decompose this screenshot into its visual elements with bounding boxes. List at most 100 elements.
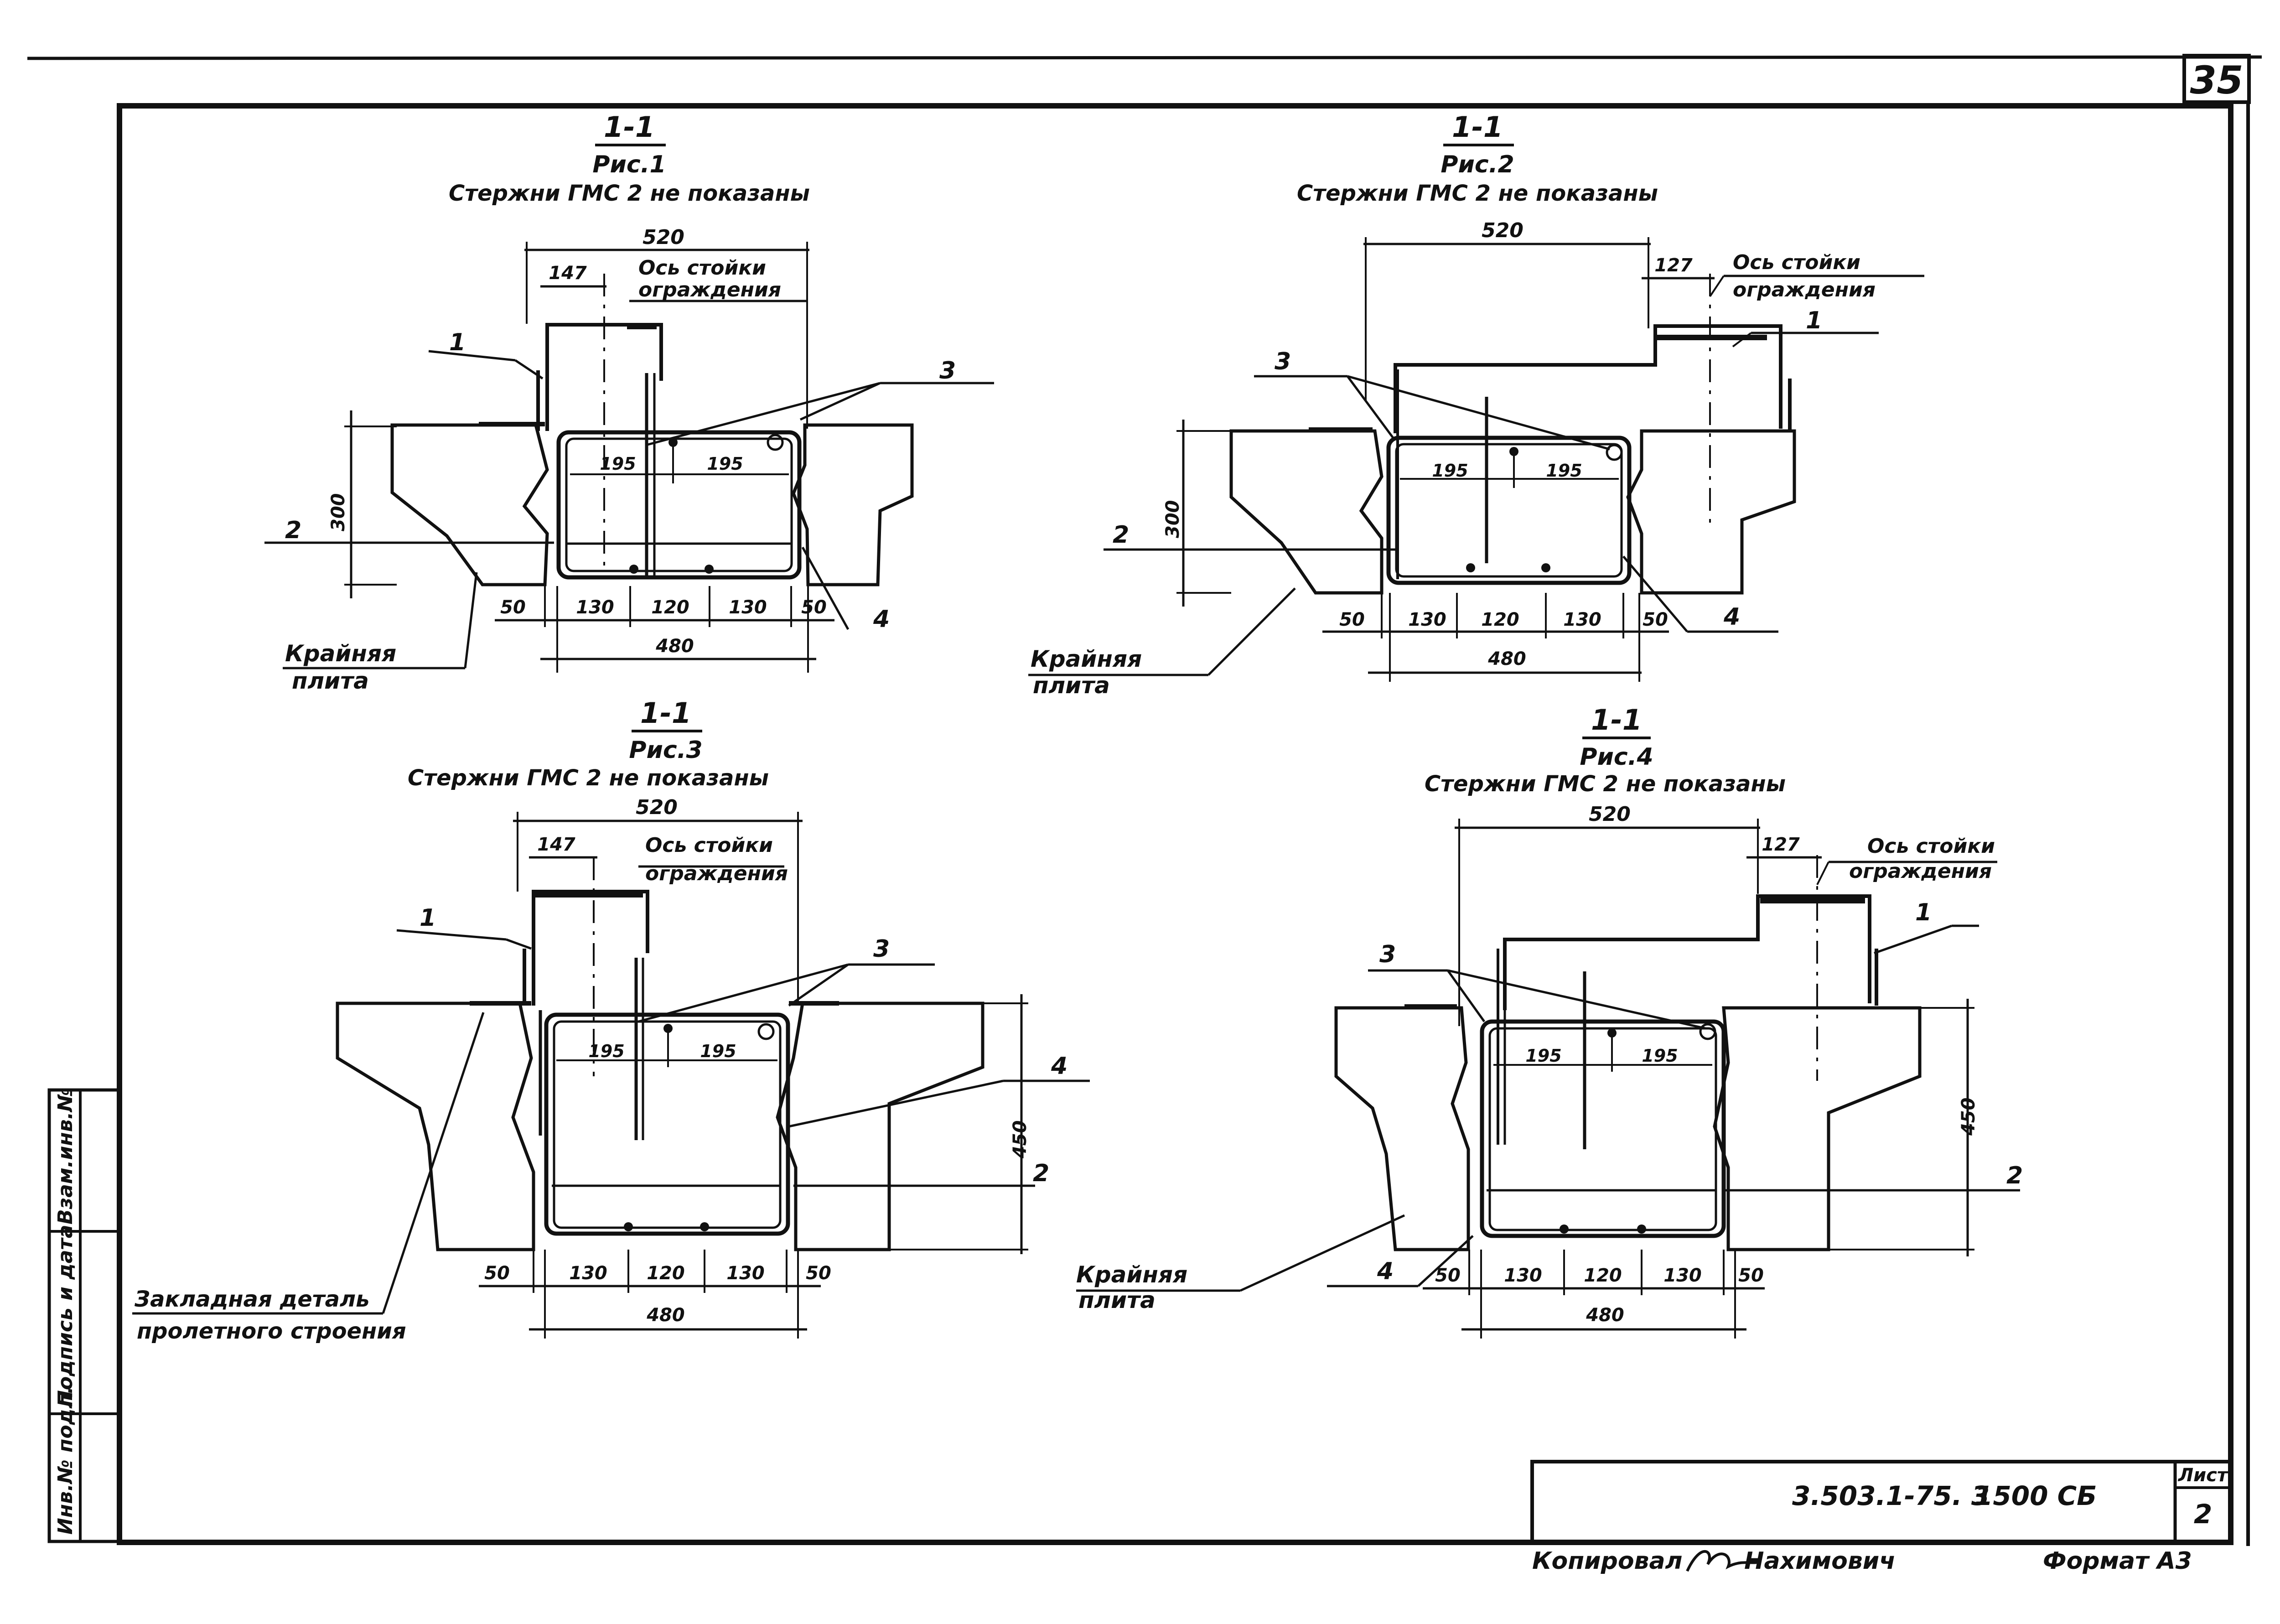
fig4-dim-width: 520 [1589, 803, 1631, 826]
fig4-dim-bottom-2: 130 [1504, 1265, 1542, 1286]
fig4-dim-bottom-5: 50 [1738, 1265, 1764, 1286]
fig4-cage [1480, 1019, 1726, 1238]
fig1-slab-line1: Крайняя [285, 640, 396, 667]
sheet-frame [27, 54, 2262, 1546]
fig3-axis-line2: ограждения [645, 862, 788, 885]
fig2-dim-offset: 127 [1654, 255, 1693, 276]
fig2-number: Рис.2 [1441, 151, 1514, 178]
fig2-dim-total: 480 [1487, 649, 1526, 669]
fig1-dim-bottom-3: 120 [651, 597, 689, 618]
fig2-dim-height: 300 [1162, 500, 1183, 539]
fig4-slab-line1: Крайняя [1076, 1261, 1187, 1288]
fig2-axis-line1: Ось стойки [1733, 251, 1860, 274]
fig2-label-3: 3 [1275, 348, 1291, 375]
fig4-label-4: 4 [1377, 1258, 1394, 1285]
side-stamp [47, 1088, 121, 1543]
fig3-label-3: 3 [873, 935, 890, 963]
list-value: 2 [2194, 1499, 2212, 1530]
fig3-dim-bottom-3: 120 [647, 1263, 685, 1284]
fig1-axis-line1: Ось стойки [638, 256, 766, 280]
fig3-dim-total: 480 [646, 1305, 685, 1326]
copied-name: Нахимович [1744, 1547, 1896, 1575]
fig3-dim-inner-right: 195 [700, 1041, 736, 1061]
fig1-section: 1-1 [604, 110, 655, 144]
fig4-number: Рис.4 [1580, 743, 1653, 771]
fig3-concrete-left [336, 1001, 535, 1251]
stamp-replacement-inventory: Взам.инв.№ [54, 1088, 77, 1224]
fig2-dim-bottom-4: 130 [1563, 609, 1601, 630]
fig1-dim-inner-right: 195 [707, 454, 743, 474]
fig3-note: Стержни ГМС 2 не показаны [408, 765, 769, 791]
fig1-label-2: 2 [285, 517, 301, 544]
fig3-label-1: 1 [420, 904, 436, 932]
fig2-dim-bottom-5: 50 [1643, 609, 1668, 630]
fig4-dim-offset: 127 [1762, 834, 1800, 855]
figure-4: 1-1 Рис.4 Стержни ГМС 2 не показаны 520 … [1076, 703, 2023, 1339]
format-label: Формат А3 [2043, 1547, 2192, 1575]
fig4-dim-total: 480 [1586, 1305, 1624, 1326]
fig2-dim-bottom-1: 50 [1339, 609, 1365, 630]
fig1-dim-offset: 147 [549, 263, 587, 284]
fig1-dim-bottom-2: 130 [576, 597, 614, 618]
fig1-note: Стержни ГМС 2 не показаны [449, 181, 810, 206]
stamp-signature-date: Подпись и дата [54, 1224, 77, 1407]
fig2-label-4: 4 [1723, 603, 1740, 631]
signature-scribble [1686, 1550, 1761, 1572]
fig1-dim-bottom-4: 130 [729, 597, 767, 618]
fig2-post [1394, 324, 1783, 433]
fig4-dim-height: 450 [1958, 1098, 1979, 1136]
list-label: Лист [2178, 1465, 2229, 1486]
fig3-section: 1-1 [640, 696, 691, 730]
fig4-section: 1-1 [1591, 703, 1642, 737]
fig2-slab-line2: плита [1033, 672, 1110, 699]
fig3-dim-bottom-4: 130 [726, 1263, 765, 1284]
stamp-inventory-number: Инв.№ подл. [54, 1386, 77, 1535]
fig3-dim-bottom-2: 130 [569, 1263, 607, 1284]
fig1-label-3: 3 [939, 357, 956, 384]
fig1-dim-inner-left: 195 [600, 454, 636, 474]
fig3-axis-line1: Ось стойки [645, 834, 773, 857]
fig1-cage [556, 430, 802, 580]
fig4-post [1503, 894, 1871, 1010]
fig4-axis-line2: ограждения [1849, 860, 1992, 883]
fig4-dim-inner-left: 195 [1525, 1046, 1561, 1066]
fig1-dim-bottom-5: 50 [801, 597, 827, 618]
fig1-label-4: 4 [873, 606, 890, 633]
fig2-slab-line1: Крайняя [1031, 646, 1142, 672]
fig3-concrete-right [776, 1001, 985, 1251]
figure-2: 1-1 Рис.2 Стержни ГМС 2 не показаны 520 … [1028, 110, 1924, 699]
fig2-dim-inner-left: 195 [1432, 461, 1468, 481]
fig1-slab-line2: плита [292, 668, 369, 694]
fig4-note: Стержни ГМС 2 не показаны [1425, 771, 1786, 797]
figure-1: 1-1 Рис.1 Стержни ГМС 2 не показаны 520 … [264, 110, 994, 694]
figure-3: 1-1 Рис.3 Стержни ГМС 2 не показаны 520 … [132, 696, 1090, 1344]
fig4-dim-bottom-1: 50 [1435, 1265, 1461, 1286]
fig3-dim-height: 450 [1010, 1121, 1031, 1159]
fig3-post [532, 890, 649, 1006]
fig2-dim-width: 520 [1482, 219, 1523, 242]
fig1-dim-bottom-1: 50 [500, 597, 526, 618]
fig3-label-2: 2 [1033, 1160, 1049, 1187]
fig1-dim-width: 520 [643, 226, 684, 249]
fig2-concrete-left [1229, 429, 1384, 595]
fig1-dim-total: 480 [655, 636, 694, 657]
fig3-dim-offset: 147 [537, 834, 575, 855]
fig4-dim-bottom-3: 120 [1584, 1265, 1622, 1286]
fig2-dim-inner-right: 195 [1546, 461, 1582, 481]
fig2-cage [1386, 436, 1632, 585]
fig4-label-2: 2 [2006, 1162, 2023, 1189]
fig2-dim-bottom-2: 130 [1408, 609, 1446, 630]
fig1-number: Рис.1 [592, 151, 666, 178]
doc-code: 3.503.1-75. 3 [1792, 1480, 1990, 1511]
doc-suffix: 1500 СБ [1974, 1480, 2097, 1511]
fig3-embed-line2: пролетного строения [137, 1318, 406, 1344]
fig4-axis-line1: Ось стойки [1867, 835, 1995, 858]
fig2-label-1: 1 [1806, 307, 1822, 334]
copied-label: Копировал [1532, 1547, 1683, 1575]
fig3-dim-width: 520 [636, 796, 678, 819]
fig1-axis-line2: ограждения [638, 278, 781, 301]
fig3-dim-inner-left: 195 [588, 1041, 624, 1061]
sheet-number: 35 [2190, 58, 2244, 103]
fig3-number: Рис.3 [629, 737, 702, 764]
